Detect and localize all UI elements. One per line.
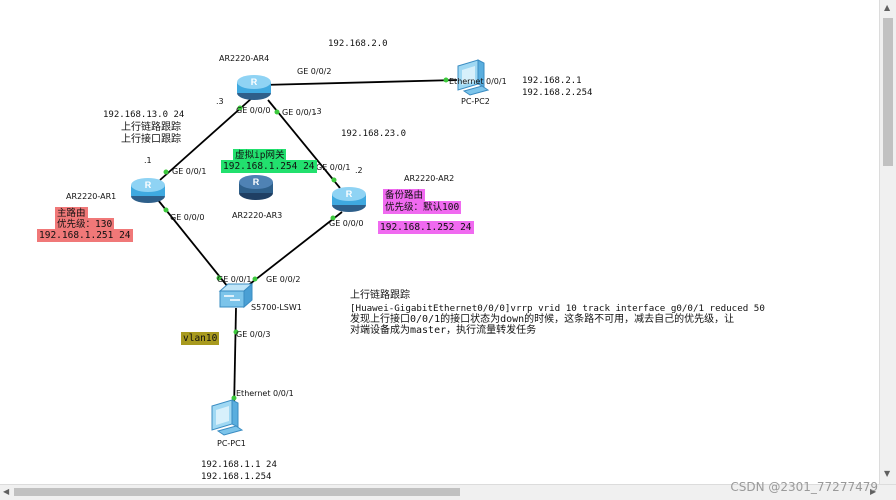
watermark: CSDN @2301_77277479 — [730, 480, 878, 494]
svg-text:R: R — [253, 177, 260, 187]
port-dot — [252, 276, 258, 282]
link-ar1-lsw — [157, 199, 229, 288]
port-dot — [331, 177, 337, 183]
backup-ip-tag: 192.168.1.252 24 — [378, 221, 474, 234]
port-label: Ethernet 0/0/1 — [236, 389, 294, 398]
scroll-down-icon[interactable]: ▼ — [884, 469, 891, 478]
port-label: Ethernet 0/0/1 — [449, 77, 507, 86]
horizontal-scroll-thumb[interactable] — [14, 488, 460, 496]
port-label: GE 0/0/0 — [170, 213, 205, 222]
device-name-ar2: AR2220-AR2 — [404, 174, 455, 183]
master-priority-tag: 优先级：130 — [55, 218, 115, 231]
link-ar4-pc2 — [261, 79, 458, 86]
device-name-ar4: AR2220-AR4 — [219, 54, 270, 63]
port-dot — [163, 207, 169, 213]
port-label: GE 0/0/3 — [236, 330, 271, 339]
port-dot — [237, 105, 243, 111]
device-name-ar3: AR2220-AR3 — [232, 211, 283, 220]
gateway-label: 192.168.2.254 — [522, 88, 593, 98]
port-dot — [163, 169, 169, 175]
port-label: GE 0/0/1 — [172, 167, 207, 176]
backup-priority-tag: 优先级：默认100 — [383, 201, 462, 214]
scroll-left-icon[interactable]: ◀ — [3, 487, 10, 496]
port-dot — [443, 77, 449, 83]
port-dot — [330, 215, 336, 221]
port-label: GE 0/0/1 — [282, 108, 317, 117]
port-label: GE 0/0/2 — [297, 67, 332, 76]
router-icon-ar3[interactable]: R — [239, 175, 273, 200]
note-title: 上行链路跟踪 — [350, 290, 410, 301]
svg-text:R: R — [145, 180, 152, 190]
link-ar2-lsw — [245, 211, 343, 288]
port-label: GE 0/0/0 — [236, 106, 271, 115]
pc-icon-pc1[interactable] — [211, 399, 244, 436]
device-name-pc2: PC-PC2 — [461, 97, 490, 106]
note-line-2: 发现上行接口0/0/1的接口状态为down的时候，这条路不可用，减去自己的优先级… — [350, 314, 735, 325]
note-line-1: [Huawei-GigabitEthernet0/0/0]vrrp vrid 1… — [350, 303, 765, 314]
topology-links: R R R R — [131, 59, 490, 436]
ip-label: 192.168.2.1 — [522, 76, 582, 86]
master-title-tag: 主路由 — [55, 207, 88, 220]
router-icon-ar4[interactable]: R — [237, 75, 271, 100]
host-octet-label: .3 — [216, 97, 224, 106]
link-lsw-pc1 — [233, 307, 237, 411]
svg-text:R: R — [346, 189, 353, 199]
backup-title-tag: 备份路由 — [383, 189, 426, 202]
port-dot — [233, 329, 239, 335]
host-octet-label: .1 — [144, 156, 152, 165]
virtual-ip-title-tag: 虚拟ip网关 — [233, 149, 287, 162]
svg-text:R: R — [251, 77, 258, 87]
device-name-pc1: PC-PC1 — [217, 439, 246, 448]
port-label: GE 0/0/2 — [266, 275, 301, 284]
virtual-ip-tag: 192.168.1.254 24 — [221, 160, 317, 173]
host-octet-label: .3 — [314, 107, 322, 116]
master-ip-tag: 192.168.1.251 24 — [37, 229, 133, 242]
topology-canvas: R R R R — [37, 39, 765, 482]
horizontal-scrollbar[interactable]: ◀ ▶ — [0, 484, 896, 500]
device-name-lsw1: S5700-LSW1 — [251, 303, 302, 312]
link-ar4-ar2 — [267, 99, 341, 189]
annotation-uplink-iface: 上行接口跟踪 — [121, 134, 181, 145]
note-line-3: 对端设备成为master，执行流量转发任务 — [350, 325, 537, 336]
port-dot — [216, 275, 222, 281]
pc-icon-pc2[interactable] — [457, 59, 490, 96]
device-name-ar1: AR2220-AR1 — [66, 192, 117, 201]
scroll-right-icon[interactable]: ▶ — [870, 487, 877, 496]
gateway-label: 192.168.1.254 — [201, 472, 272, 482]
scroll-up-icon[interactable]: ▲ — [884, 3, 891, 12]
port-dot — [231, 395, 237, 401]
vertical-scroll-thumb[interactable] — [883, 18, 893, 166]
port-label: GE 0/0/0 — [329, 219, 364, 228]
ip-label: 192.168.1.1 24 — [201, 460, 277, 470]
port-label: GE 0/0/1 — [316, 163, 351, 172]
port-dot — [274, 109, 280, 115]
vertical-scrollbar[interactable]: ▲ ▼ — [879, 0, 896, 484]
link-ar4-ar1 — [159, 97, 253, 181]
host-octet-label: .2 — [355, 166, 363, 175]
switch-icon-lsw1[interactable] — [218, 282, 254, 309]
network-label: 192.168.23.0 — [341, 129, 407, 139]
port-label: GE 0/0/1 — [217, 275, 252, 284]
router-icon-ar2[interactable]: R — [332, 187, 366, 212]
network-label: 192.168.13.0 24 — [103, 110, 185, 120]
network-label: 192.168.2.0 — [328, 39, 388, 49]
router-icon-ar1[interactable]: R — [131, 178, 165, 203]
vlan-tag: vlan10 — [181, 332, 220, 345]
annotation-uplink-track: 上行链路跟踪 — [121, 122, 181, 133]
